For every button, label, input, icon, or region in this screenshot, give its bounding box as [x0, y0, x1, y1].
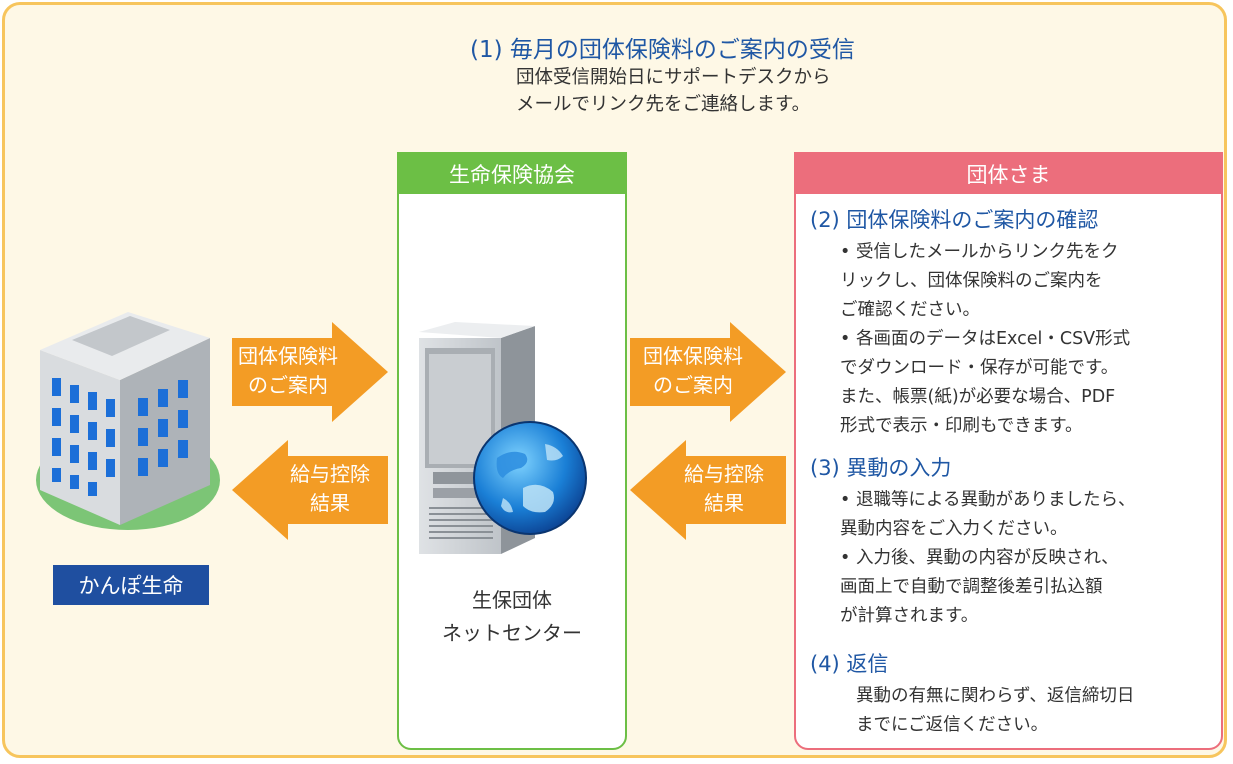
- step3-bullet-1: •退職等による異動がありましたら、: [840, 490, 1136, 510]
- arrow-left-label-line2: 結果: [310, 491, 350, 515]
- step2-bullet-1: •受信したメールからリンク先をク: [840, 242, 1119, 262]
- step2-list: •受信したメールからリンク先をク リックし、団体保険料のご案内を ご確認ください…: [840, 238, 1130, 441]
- center-header: 生命保険協会: [399, 154, 625, 194]
- step4-body-line2: までにご返信ください。: [856, 715, 1049, 735]
- arrow-right-label-left: 団体保険料 のご案内: [232, 342, 344, 400]
- arrow-right-label-line2: のご案内: [248, 373, 328, 397]
- arrow-left-label-line1: 給与控除: [290, 462, 370, 486]
- arrow-right-label-right: 団体保険料 のご案内: [634, 342, 752, 400]
- step3-bullet-2-line2: 画面上で自動で調整後差引払込額: [840, 577, 1103, 597]
- step2-bullet-1-line2: リックし、団体保険料のご案内を: [840, 271, 1103, 291]
- step3-bullet-2: •入力後、異動の内容が反映され、: [840, 548, 1119, 568]
- arrow-right-label-line2-b: のご案内: [653, 373, 733, 397]
- step2-bullet-2-line3: また、帳票(紙)が必要な場合、PDF: [840, 387, 1116, 407]
- arrow-left-label-left: 給与控除 結果: [274, 460, 386, 518]
- arrow-right-label-line1-b: 団体保険料: [643, 344, 743, 368]
- center-caption: 生保団体 ネットセンター: [399, 584, 625, 650]
- step2-bullet-2-line2: でダウンロード・保存が可能です。: [840, 358, 1119, 378]
- step1-body-line2: メールでリンク先をご連絡します。: [516, 94, 811, 115]
- step3-list: •退職等による異動がありましたら、 異動内容をご入力ください。 •入力後、異動の…: [840, 486, 1135, 631]
- arrow-left-label-line2-b: 結果: [704, 491, 744, 515]
- step3-bullet-1-line2: 異動内容をご入力ください。: [840, 519, 1068, 539]
- group-panel: 団体さま (2) 団体保険料のご案内の確認 •受信したメールからリンク先をク リ…: [794, 152, 1223, 750]
- step2-bullet-2: •各画面のデータはExcel・CSV形式: [840, 329, 1131, 349]
- step2-title: (2) 団体保険料のご案内の確認: [810, 208, 1099, 232]
- company-label: かんぽ生命: [53, 565, 209, 605]
- step4-body: 異動の有無に関わらず、返信締切日 までにご返信ください。: [856, 682, 1134, 740]
- arrow-left-icon: [232, 440, 388, 540]
- group-header: 団体さま: [796, 154, 1221, 194]
- step1-body-line1: 団体受信開始日にサポートデスクから: [516, 67, 831, 88]
- step4-body-line1: 異動の有無に関わらず、返信締切日: [856, 686, 1135, 706]
- arrow-right-icon: [232, 322, 388, 422]
- step1-title: (1) 毎月の団体保険料のご案内の受信: [470, 37, 855, 63]
- step2-bullet-2-line4: 形式で表示・印刷もできます。: [840, 416, 1083, 436]
- step2-bullet-1-line3: ご確認ください。: [840, 300, 980, 320]
- center-caption-line1: 生保団体: [472, 588, 552, 612]
- server-icon: [419, 322, 587, 554]
- center-caption-line2: ネットセンター: [442, 621, 582, 645]
- step3-title: (3) 異動の入力: [810, 456, 952, 480]
- arrow-right-icon-2: [630, 322, 786, 422]
- step3-bullet-2-line3: が計算されます。: [840, 606, 979, 626]
- arrow-left-label-right: 給与控除 結果: [668, 460, 780, 518]
- arrow-left-label-line1-b: 給与控除: [684, 462, 764, 486]
- step4-title: (4) 返信: [810, 652, 889, 676]
- office-building-icon: [36, 312, 220, 530]
- globe-icon: [473, 421, 587, 535]
- arrow-left-icon-2: [630, 440, 786, 540]
- arrow-right-label-line1: 団体保険料: [238, 344, 338, 368]
- step1-body: 団体受信開始日にサポートデスクから メールでリンク先をご連絡します。: [516, 64, 831, 118]
